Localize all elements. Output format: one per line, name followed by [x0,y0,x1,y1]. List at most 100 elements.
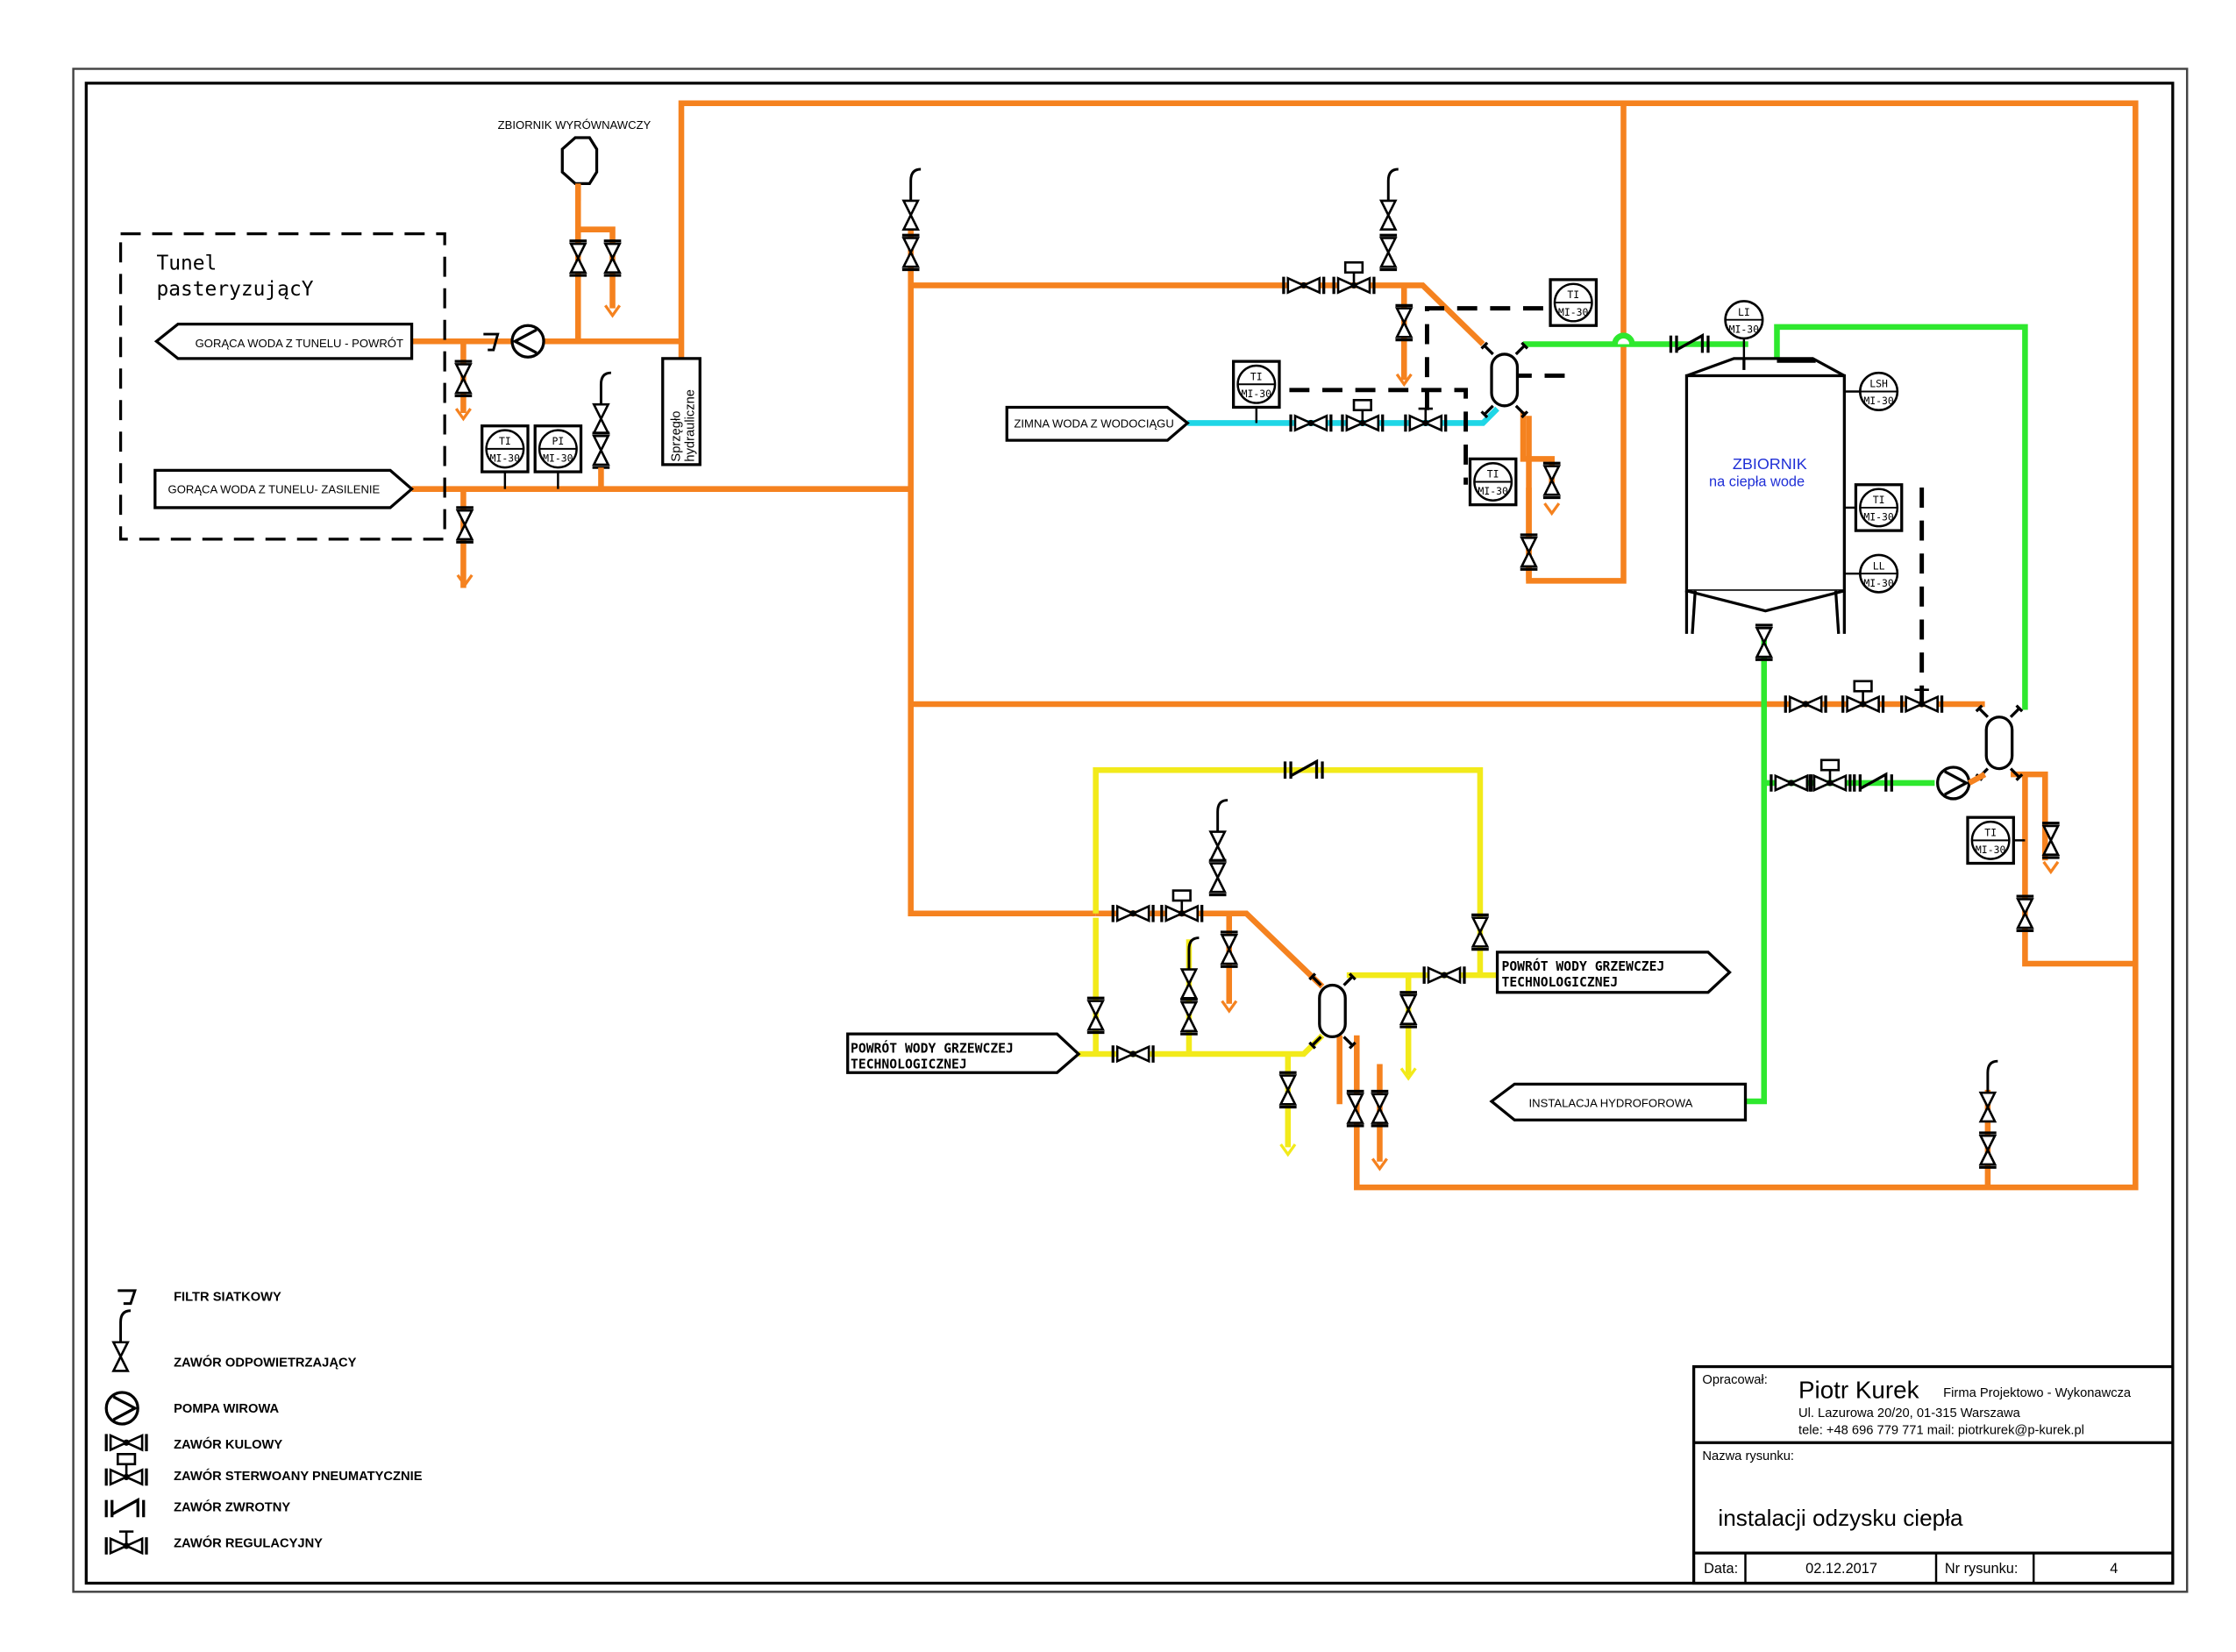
tank-label-2: na ciepła wode [1709,474,1805,489]
upper-valve[interactable] [1378,233,1399,272]
lower-valve-1[interactable] [1207,858,1228,897]
pi-model: MI-30 [543,452,573,465]
pneumatic-valve-upper[interactable] [1334,262,1374,294]
lower-ball-valve[interactable] [1111,903,1155,924]
process-ball-valve-left[interactable] [1111,1043,1155,1065]
prepared-label: Opracował: [1702,1373,1767,1387]
legend-pneumatic: ZAWÓR STERWOANY PNEUMATYCZNIE [174,1468,423,1484]
cold-ball-valve[interactable] [1289,412,1333,433]
drain-icon [1542,502,1561,516]
right-pneumatic-valve[interactable] [1843,681,1884,713]
ll-tag: LL [1873,559,1885,572]
process-valve-left[interactable] [1086,996,1107,1035]
expansion-tank-icon [560,136,599,185]
right-ball-valve[interactable] [1784,694,1827,715]
number-value: 4 [2110,1561,2118,1577]
upper-drain-valve[interactable] [1393,303,1414,342]
ti-model: MI-30 [490,452,521,465]
cold-pneumatic-valve[interactable] [1342,400,1383,431]
pneumatic-valve-icon [106,1454,146,1485]
lower-drain-valve-2[interactable] [1370,1089,1390,1128]
manifold-valve[interactable] [901,233,922,272]
circulation-pump[interactable] [1936,765,1971,801]
li-model: MI-30 [1729,323,1760,335]
process-ball-valve[interactable] [1422,965,1466,986]
manifold-vent-valve[interactable] [902,167,922,231]
ti-model: MI-30 [1863,511,1894,523]
upper-out-valve[interactable] [1542,461,1563,500]
process-drain-valve-2[interactable] [1278,1071,1299,1109]
lower-drain-valve-1[interactable] [1219,930,1240,968]
expansion-valve-2[interactable] [602,239,623,277]
pump-icon [104,1391,139,1426]
process-check-valve[interactable] [1283,759,1324,780]
upper-mixing-valve[interactable] [1479,341,1529,419]
vent-valve-supply[interactable] [592,371,613,435]
ll-model: MI-30 [1863,577,1894,589]
lower-mixing-valve[interactable] [1307,972,1357,1050]
cold-water-tag: ZIMNA WODA Z WODOCIĄGU [1005,405,1190,442]
legend-check: ZAWÓR ZWROTNY [174,1499,290,1515]
hot-return-label: GORĄCA WODA Z TUNELU - POWRÓT [196,337,403,350]
return-drain-valve[interactable] [452,360,474,398]
hydrophore-tag: INSTALACJA HYDROFOROWA [1489,1082,1748,1122]
green-pneumatic-valve[interactable] [1810,760,1850,792]
process-return-left-2: TECHNOLOGICZNEJ [851,1057,967,1072]
tunnel-title-2: pasteryzującY [156,278,313,301]
control-valve-icon [106,1532,146,1555]
lower-valve-2[interactable] [1179,998,1200,1036]
tank-bottom-valve[interactable] [1754,623,1775,661]
process-drain-valve[interactable] [1398,991,1419,1029]
process-return-right-1: POWRÓT WODY GRZEWCZEJ [1501,958,1664,974]
hot-water-pipes [411,100,2139,1191]
upper-return-valve[interactable] [1519,533,1539,571]
right-control-valve[interactable] [1902,690,1942,713]
hot-return-tag: GORĄCA WODA Z TUNELU - POWRÓT [153,322,414,360]
ti-cold: TI MI-30 [1232,360,1281,424]
right-return-valve[interactable] [2014,894,2035,933]
lower-return-valve[interactable] [1345,1089,1366,1128]
check-valve-icon [104,1499,146,1519]
number-label: Nr rysunku: [1945,1561,2019,1577]
title-block: Opracował: Piotr Kurek Firma Projektowo … [1691,1364,2175,1585]
process-return-tag-left: POWRÓT WODY GRZEWCZEJ TECHNOLOGICZNEJ [846,1032,1081,1074]
hydraulic-coupling [661,357,701,466]
ti-tank: TI MI-30 [1844,483,1904,532]
pi-supply: PI MI-30 [533,424,583,489]
process-return-left-1: POWRÓT WODY GRZEWCZEJ [851,1040,1014,1056]
ti-right: TI MI-30 [1966,815,2026,865]
lower-vent-valve-1[interactable] [1209,799,1229,862]
ti-tag: TI [1250,370,1263,382]
return-pump[interactable] [510,324,545,359]
cold-water-label: ZIMNA WODA Z WODOCIĄGU [1014,417,1173,430]
green-check-valve-2[interactable] [1853,773,1893,794]
ti-tag: TI [1487,468,1499,481]
expansion-valve-1[interactable] [567,239,588,277]
company-contact: tele: +48 696 779 771 mail: piotrkurek@p… [1798,1423,2084,1437]
ti-upper-right: TI MI-30 [1549,278,1599,327]
supply-valve[interactable] [590,431,611,469]
drawing-name: instalacji odzysku ciepła [1718,1505,1963,1531]
process-return-tag-right: POWRÓT WODY GRZEWCZEJ TECHNOLOGICZNEJ [1495,951,1732,994]
upper-vent-valve[interactable] [1379,167,1400,231]
company-address: Ul. Lazurowa 20/20, 01-315 Warszawa [1798,1406,2021,1421]
bottom-valve[interactable] [1977,1131,1998,1169]
drawing-border [84,82,2175,1585]
lower-pneumatic-valve[interactable] [1162,891,1202,922]
process-return-right-2: TECHNOLOGICZNEJ [1501,975,1618,990]
hot-supply-label: GORĄCA WODA Z TUNELU- ZASILENIE [168,483,381,496]
expansion-tank-label: ZBIORNIK WYRÓWNAWCZY [498,118,652,132]
process-return-valve[interactable] [1470,913,1491,951]
hot-water-tank [1684,357,1846,634]
right-mixing-valve[interactable] [1975,703,2024,782]
ti-model: MI-30 [1976,844,2006,856]
author-name: Piotr Kurek [1798,1377,1919,1404]
ball-valve-upper[interactable] [1282,274,1326,296]
green-ball-valve[interactable] [1770,773,1813,794]
ti-upper-out: TI MI-30 [1468,457,1518,507]
lsh-model: MI-30 [1863,395,1894,407]
green-check-valve[interactable] [1669,334,1710,354]
pi-tag: PI [552,435,564,447]
cold-control-valve[interactable] [1406,409,1446,431]
supply-drain-valve[interactable] [454,506,475,544]
